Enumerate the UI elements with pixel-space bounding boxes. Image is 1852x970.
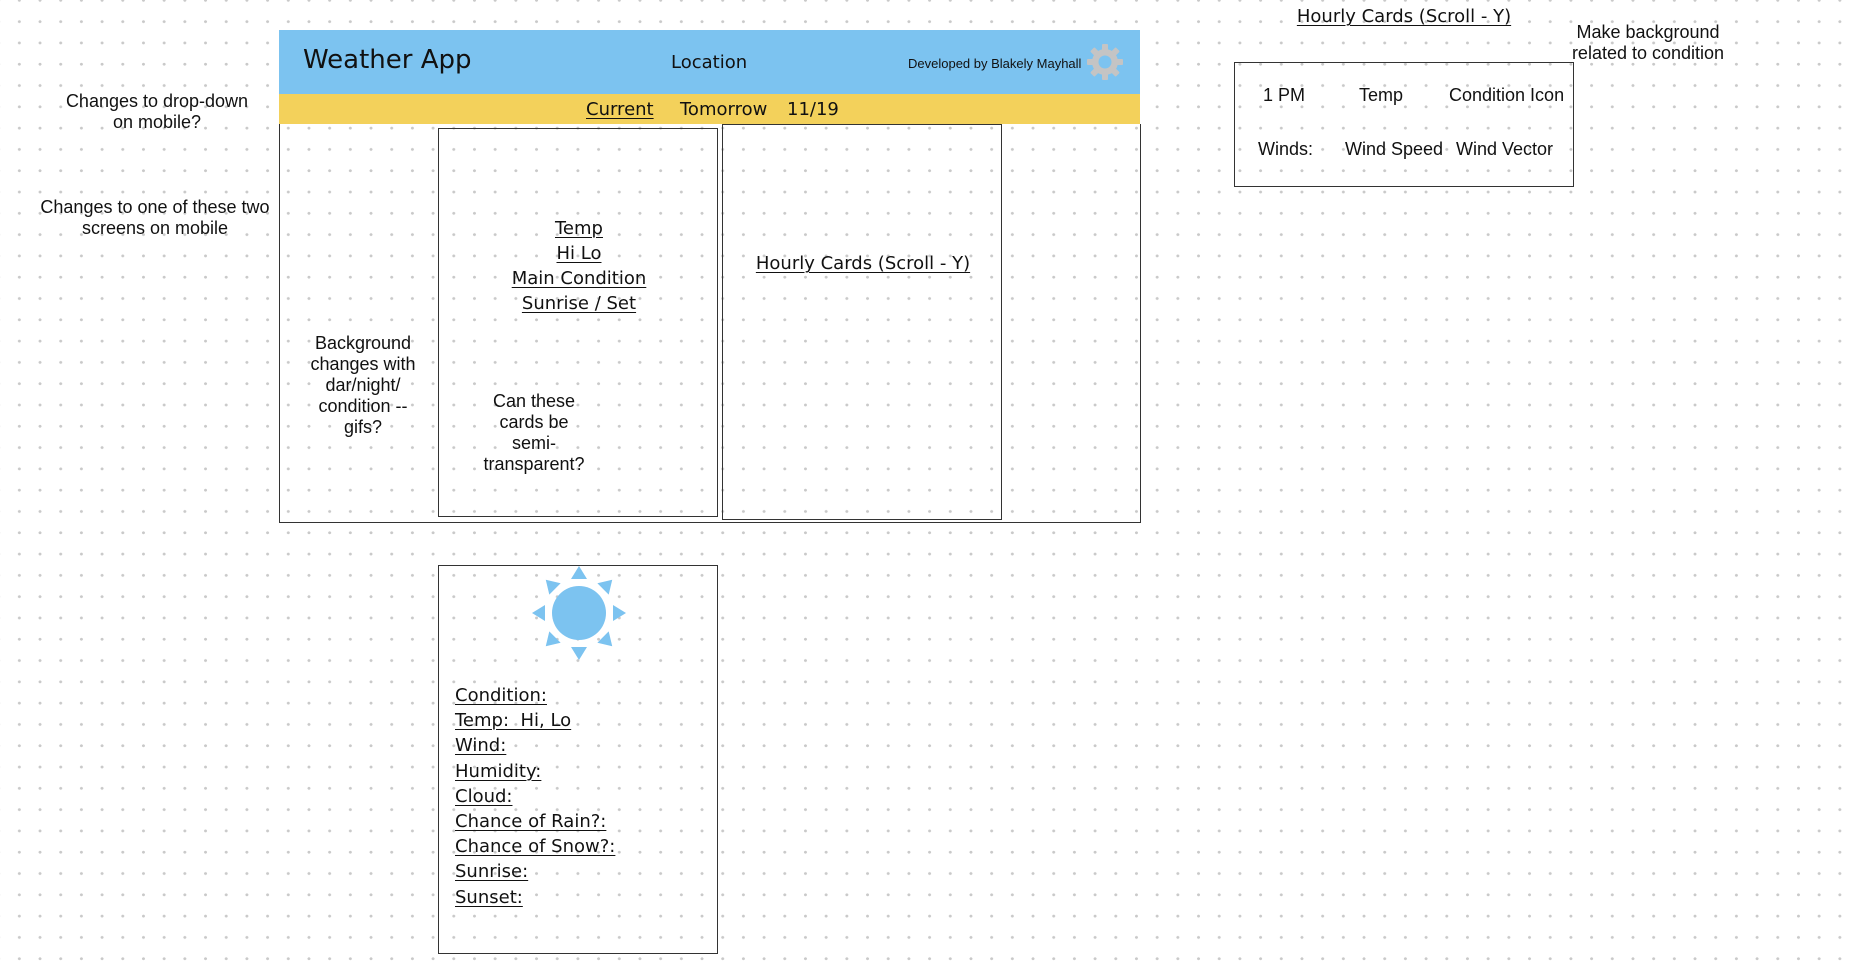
tab-bar: Current Tomorrow 11/19 — [279, 94, 1140, 124]
temp-label: Temp — [555, 218, 603, 239]
app-header: Weather App Location Developed by Blakel… — [279, 30, 1140, 94]
tab-tomorrow[interactable]: Tomorrow — [680, 99, 768, 120]
dropdown-note: Changes to drop-down on mobile? — [52, 91, 262, 133]
hi-lo-label: Hi Lo — [556, 243, 602, 264]
transparency-note: Can these cards be semi- transparent? — [479, 391, 589, 475]
background-note-line: changes with — [310, 354, 416, 374]
hourly-card-sample-title: Hourly Cards (Scroll - Y) — [1296, 6, 1512, 27]
sunrise-field: Sunrise: — [455, 861, 529, 883]
dropdown-note-line: on mobile? — [112, 112, 202, 132]
condition-field: Condition: — [455, 685, 547, 706]
chance-of-snow-field: Chance of Snow?: — [455, 836, 616, 858]
gear-icon[interactable] — [1086, 43, 1124, 81]
hourly-cards-panel[interactable]: Hourly Cards (Scroll - Y) — [722, 124, 1002, 520]
winds-label: Winds: — [1258, 139, 1314, 159]
screens-note-line: Changes to one of these two — [40, 197, 270, 217]
app-title: Weather App — [303, 45, 472, 75]
dropdown-note-line: Changes to drop-down — [65, 91, 249, 111]
chance-of-rain-field: Chance of Rain?: — [455, 811, 607, 833]
cloud-field: Cloud: — [455, 785, 513, 807]
sunset-field: Sunset: — [455, 886, 523, 908]
tab-current[interactable]: Current — [586, 99, 654, 120]
wind-speed-label: Wind Speed — [1345, 139, 1444, 159]
main-content-frame — [279, 124, 1141, 523]
background-note: Background changes with dar/night/ condi… — [298, 333, 428, 438]
sun-icon — [532, 566, 626, 660]
developer-credit: Developed by Blakely Mayhall — [908, 56, 1082, 71]
hourly-card-sample: 1 PM Temp Condition Icon Winds: Wind Spe… — [1234, 62, 1574, 187]
hour-label: 1 PM — [1263, 85, 1306, 105]
background-note-line: gifs? — [343, 417, 383, 437]
tab-date[interactable]: 11/19 — [787, 99, 839, 120]
background-note-line: Background — [314, 333, 412, 353]
humidity-field: Humidity: — [455, 760, 542, 782]
wind-vector-label: Wind Vector — [1456, 139, 1554, 159]
make-background-note-line: related to condition — [1571, 43, 1725, 63]
temp-label: Temp — [1359, 85, 1404, 105]
background-note-line: condition -- — [318, 396, 408, 416]
temp-hi-lo-field: Temp: Hi, Lo — [455, 710, 572, 732]
condition-icon-label: Condition Icon — [1449, 85, 1565, 105]
wind-field: Wind: — [455, 735, 507, 757]
current-weather-card: Temp Hi Lo Main Condition Sunrise / Set … — [438, 128, 718, 517]
transparency-note-line: semi- — [512, 433, 556, 453]
transparency-note-line: transparent? — [483, 454, 585, 474]
transparency-note-line: cards be — [499, 412, 569, 432]
make-background-note-line: Make background — [1576, 22, 1720, 42]
current-summary: Temp Hi Lo Main Condition Sunrise / Set — [439, 216, 719, 316]
screens-note: Changes to one of these two screens on m… — [30, 197, 280, 239]
sunrise-set-label: Sunrise / Set — [521, 293, 637, 314]
detail-field-list: Condition: Temp: Hi, Lo Wind: Humidity: … — [455, 683, 615, 910]
make-background-note: Make background related to condition — [1555, 22, 1741, 64]
screens-note-line: screens on mobile — [81, 218, 229, 238]
detail-weather-card: Condition: Temp: Hi, Lo Wind: Humidity: … — [438, 565, 718, 954]
location-label[interactable]: Location — [671, 52, 748, 73]
hourly-panel-label: Hourly Cards (Scroll - Y) — [755, 253, 971, 274]
background-note-line: dar/night/ — [325, 375, 401, 395]
main-condition-label: Main Condition — [511, 268, 647, 289]
transparency-note-line: Can these — [492, 391, 576, 411]
